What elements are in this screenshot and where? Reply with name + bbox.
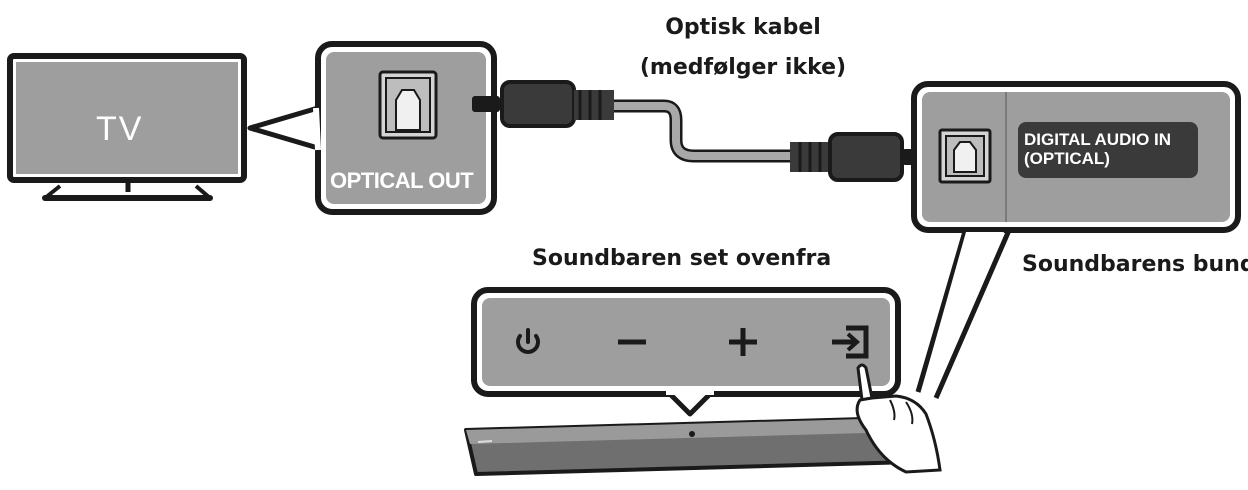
- soundbar-top-panel: [471, 287, 901, 417]
- power-icon[interactable]: [516, 328, 540, 354]
- optical-out-label: OPTICAL OUT: [330, 168, 474, 193]
- digital-audio-in-line1: DIGITAL AUDIO IN: [1024, 130, 1172, 149]
- digital-audio-in-label: DIGITAL AUDIO IN (OPTICAL): [1024, 130, 1171, 168]
- soundbar: [464, 416, 914, 476]
- plus-icon[interactable]: [729, 328, 757, 356]
- soundbar-bottom-panel: [911, 81, 1241, 233]
- source-icon[interactable]: [832, 325, 869, 359]
- digital-audio-in-line2: (OPTICAL): [1024, 149, 1110, 168]
- tv-label: TV: [96, 110, 144, 148]
- bottom-view-label: Soundbarens bund: [1022, 252, 1248, 277]
- top-view-label: Soundbaren set ovenfra: [532, 246, 832, 271]
- cable-label: Optisk kabel (medfølger ikke): [628, 8, 858, 88]
- hand-icon: [855, 363, 942, 474]
- tv-icon: [7, 53, 247, 201]
- cable-label-line2: (medfølger ikke): [639, 55, 847, 80]
- optical-out-port: [313, 41, 497, 215]
- cable-label-line1: Optisk kabel: [665, 15, 821, 40]
- cable-left-plug: [472, 80, 614, 128]
